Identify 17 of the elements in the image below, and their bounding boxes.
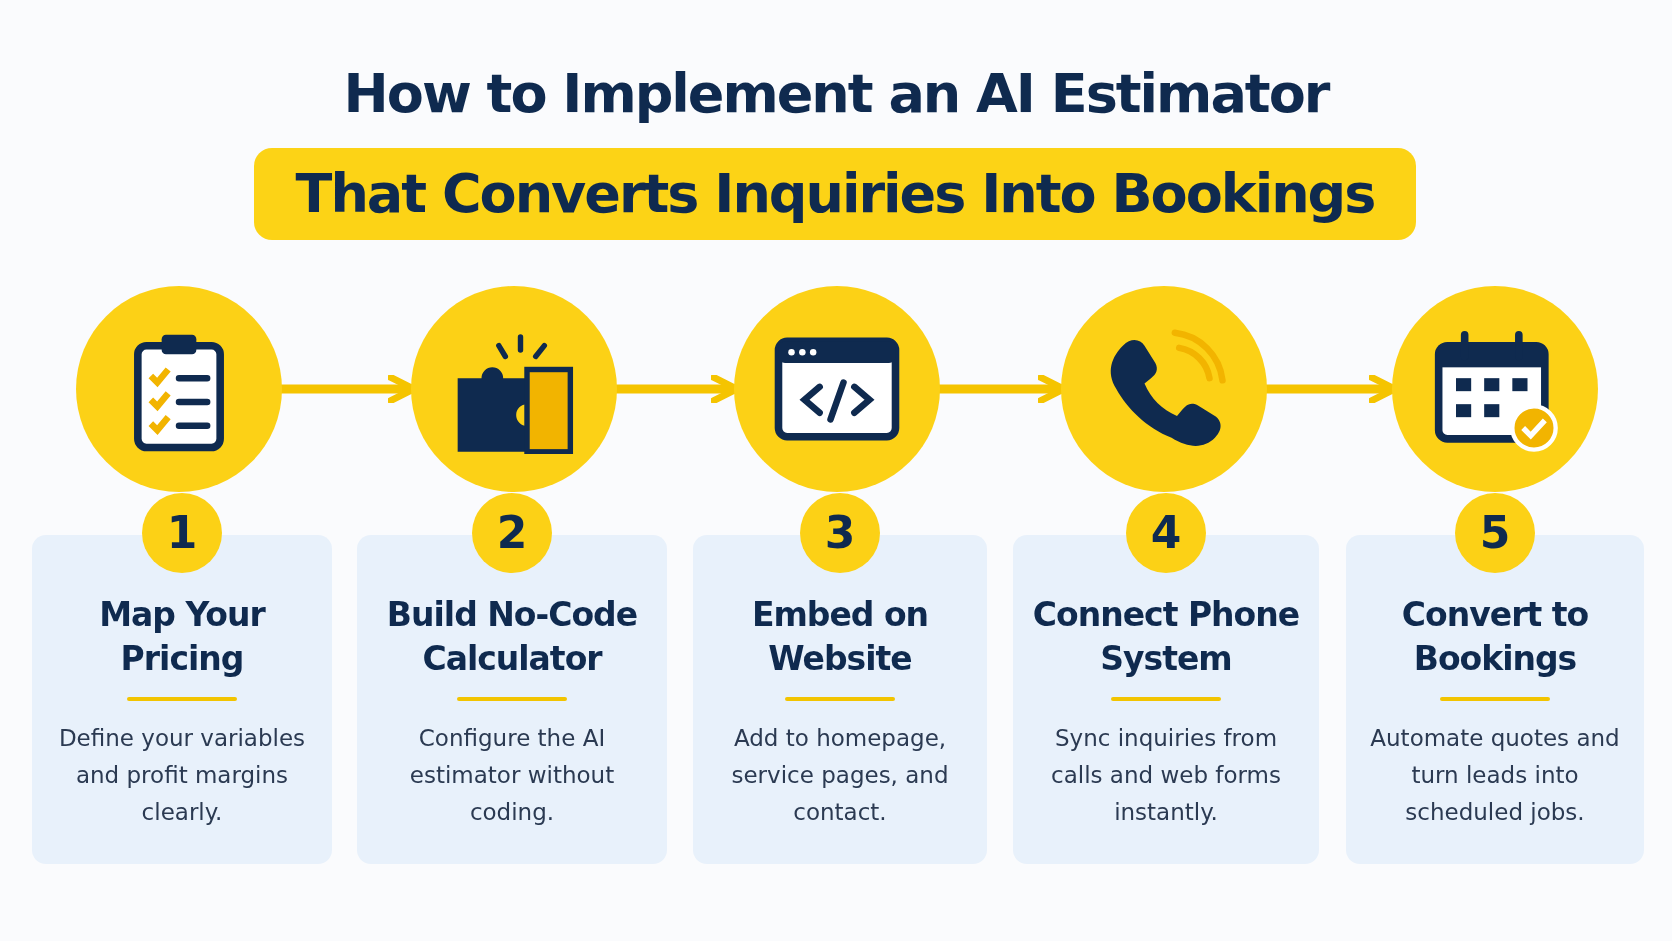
step-number: 5 — [1455, 493, 1535, 573]
step-heading: Connect Phone System — [1031, 594, 1301, 680]
step-number: 1 — [142, 493, 222, 573]
step-description: Add to homepage, service pages, and contact. — [730, 724, 950, 827]
step-number: 4 — [1126, 493, 1206, 573]
step-description: Automate quotes and turn leads into scheduled jobs. — [1369, 724, 1621, 827]
step-number: 2 — [472, 493, 552, 573]
step-heading: Map Your Pricing — [98, 594, 267, 680]
step-description: Sync inquiries from calls and web forms instantly. — [1050, 724, 1282, 827]
subtitle-banner: That Converts Inquiries Into Bookings — [254, 148, 1416, 240]
step-heading: Build No-Code Calculator — [385, 594, 639, 680]
step-heading: Embed on Website — [750, 594, 930, 680]
step-description: Define your variables and profit margins clearly. — [57, 724, 307, 827]
step-heading: Convert to Bookings — [1400, 594, 1590, 680]
step-number: 3 — [800, 493, 880, 573]
step-description: Configure the AI estimator without coding. — [408, 724, 616, 827]
title: How to Implement an AI Estimator — [342, 62, 1331, 125]
